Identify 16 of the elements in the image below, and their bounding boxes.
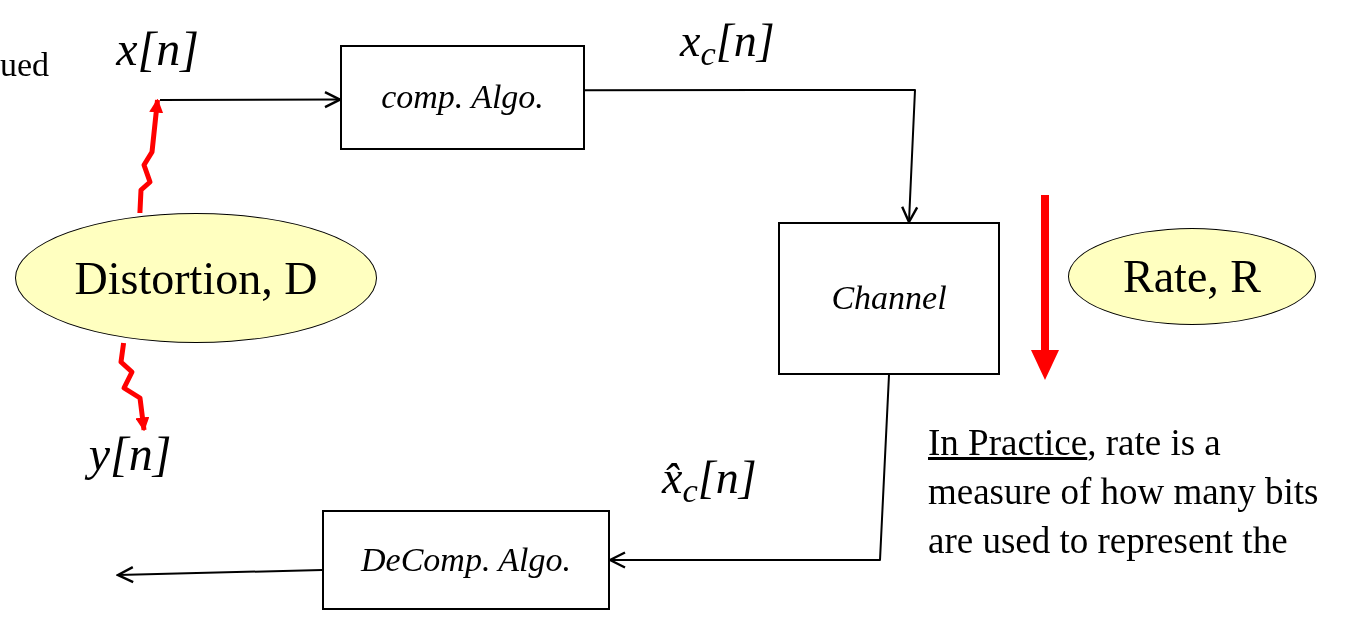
note-paragraph: In Practice, rate is a measure of how many bits are used to represent the xyxy=(928,421,1320,563)
process-box: Channel xyxy=(778,222,1000,375)
edge-label: x̂$_{c}$[n] xyxy=(662,455,757,501)
arrow xyxy=(116,565,323,584)
signal-label: x[n] xyxy=(95,25,220,100)
ellipse-node: Rate, R xyxy=(1068,228,1316,325)
signal-label: y[n] xyxy=(60,430,200,500)
ellipse-node: Distortion, D xyxy=(15,213,377,343)
cut-off-text: ued xyxy=(0,48,50,82)
process-box: comp. Algo. xyxy=(340,45,585,150)
process-box: DeComp. Algo. xyxy=(322,510,610,610)
edge-label: x$_{c}$[n] xyxy=(680,18,775,64)
arrow xyxy=(137,98,164,214)
arrow xyxy=(159,90,342,109)
arrow xyxy=(584,89,919,224)
arrow xyxy=(118,342,150,432)
